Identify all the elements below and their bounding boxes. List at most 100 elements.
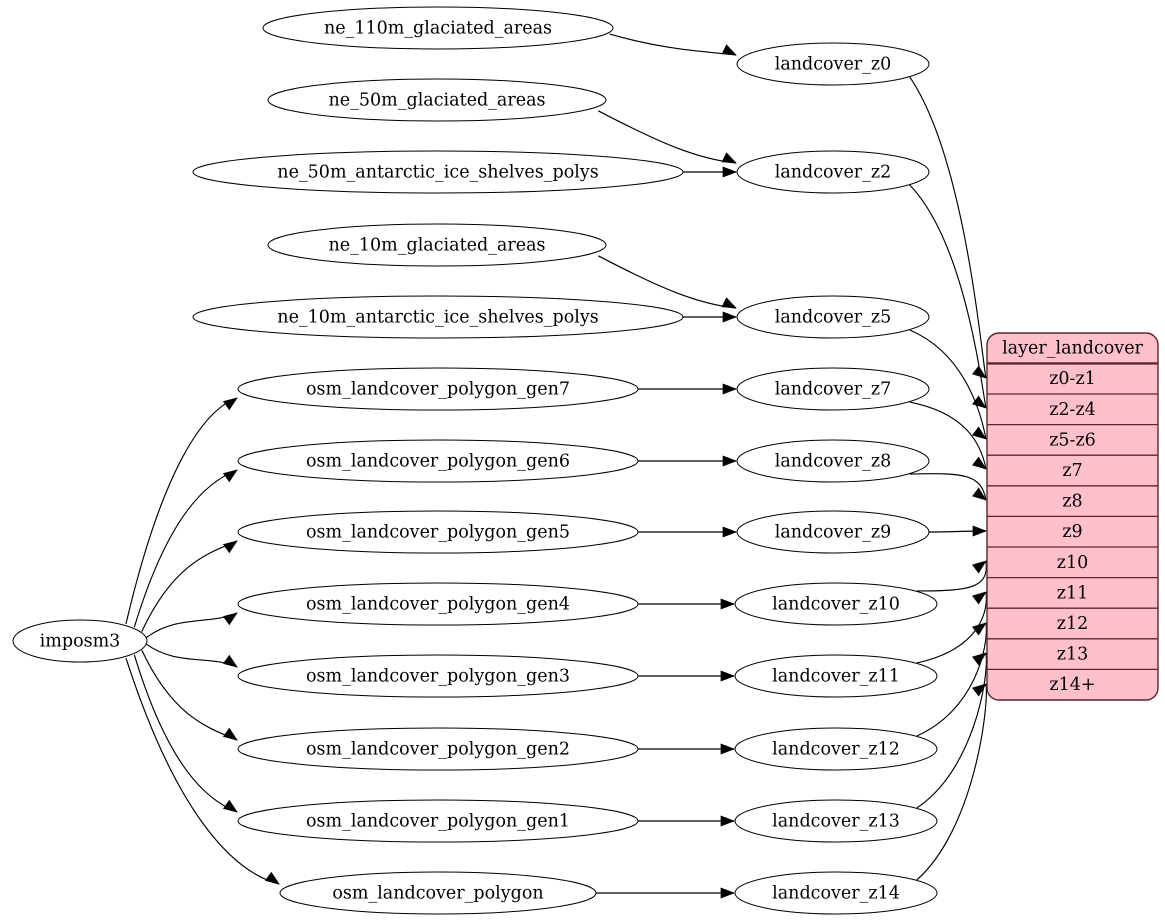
arrowhead-icon [721,152,737,164]
arrowhead-icon [222,799,238,813]
node-osm_landcover_polygon_gen7[interactable]: osm_landcover_polygon_gen7 [237,367,639,411]
record-row-z10[interactable]: z10 [1057,553,1089,573]
node-ellipse [734,871,938,915]
node-osm_landcover_polygon_gen4[interactable]: osm_landcover_polygon_gen4 [237,582,639,626]
node-label: landcover_z5 [775,308,892,328]
record-row-z13[interactable]: z13 [1057,645,1089,665]
record-table-layer_landcover[interactable]: layer_landcoverz0-z1z2-z4z5-z6z7z8z9z10z… [986,332,1159,701]
node-ellipse [734,654,938,698]
node-landcover_z12[interactable]: landcover_z12 [734,727,938,771]
node-label: imposm3 [40,632,121,652]
node-ellipse [734,582,938,626]
node-label: osm_landcover_polygon_gen2 [306,740,570,760]
edge-landcover_z2-to-record-z2-z4 [909,184,987,409]
node-landcover_z9[interactable]: landcover_z9 [736,510,930,554]
node-landcover_z10[interactable]: landcover_z10 [734,582,938,626]
node-landcover_z14[interactable]: landcover_z14 [734,871,938,915]
edge-landcover_z7-to-record-z7 [909,401,987,470]
node-label: ne_50m_antarctic_ice_shelves_polys [277,163,598,183]
node-imposm3[interactable]: imposm3 [12,619,148,663]
record-row-z0-z1[interactable]: z0-z1 [1049,369,1096,389]
node-ellipse [279,871,597,915]
node-landcover_z7[interactable]: landcover_z7 [736,367,930,411]
node-ellipse [237,727,639,771]
edge-landcover_z11-to-record-z11 [916,591,987,664]
arrowhead-icon [972,560,987,574]
node-label: osm_landcover_polygon [332,884,543,904]
node-ellipse [267,223,607,267]
node-ellipse [736,439,930,483]
record-row-z9[interactable]: z9 [1062,522,1082,542]
node-osm_landcover_polygon_gen1[interactable]: osm_landcover_polygon_gen1 [237,799,639,843]
node-ne_10m_glaciated_areas[interactable]: ne_10m_glaciated_areas [267,223,607,267]
node-landcover_z2[interactable]: landcover_z2 [736,150,930,194]
record-table-layer: layer_landcoverz0-z1z2-z4z5-z6z7z8z9z10z… [986,332,1159,701]
arrowhead-icon [721,44,737,56]
arrowhead-icon [222,540,238,554]
arrowhead-icon [722,455,737,467]
edge-landcover_z14-to-record-z14+ [916,683,987,881]
node-landcover_z8[interactable]: landcover_z8 [736,439,930,483]
edge-ne_50m_glaciated_areas-to-landcover_z2 [597,110,737,164]
node-ellipse [192,295,684,339]
edge-imposm3-to-osm_landcover_polygon_gen5 [141,540,238,632]
node-ellipse [237,367,639,411]
node-ellipse [267,78,607,122]
edge-landcover_z13-to-record-z13 [916,652,987,809]
nodes-layer: imposm3 ne_110m_glaciated_areas ne_50m_gla… [12,6,938,915]
node-ellipse [736,42,930,86]
node-landcover_z0[interactable]: landcover_z0 [736,42,930,86]
arrowhead-icon [720,743,735,755]
node-landcover_z5[interactable]: landcover_z5 [736,295,930,339]
node-ellipse [12,619,148,663]
edge-ne_110m_glaciated_areas-to-landcover_z0 [609,33,737,56]
node-osm_landcover_polygon_gen2[interactable]: osm_landcover_polygon_gen2 [237,727,639,771]
node-ellipse [736,295,930,339]
edge-imposm3-to-osm_landcover_polygon_gen6 [133,469,238,628]
record-row-z11[interactable]: z11 [1057,583,1089,603]
arrowhead-icon [722,311,737,323]
node-ellipse [734,727,938,771]
node-label: osm_landcover_polygon_gen7 [306,380,570,400]
arrowhead-icon [972,622,987,636]
node-ne_50m_glaciated_areas[interactable]: ne_50m_glaciated_areas [267,78,607,122]
arrowhead-icon [972,683,987,697]
edge-landcover_z5-to-record-z5-z6 [909,329,987,440]
node-ellipse [736,510,930,554]
record-row-z12[interactable]: z12 [1057,614,1089,634]
node-ne_110m_glaciated_areas[interactable]: ne_110m_glaciated_areas [262,6,614,50]
arrowhead-icon [972,591,987,605]
node-label: osm_landcover_polygon_gen6 [306,452,570,472]
node-ellipse [736,150,930,194]
edge-ne_10m_glaciated_areas-to-landcover_z5 [597,255,737,309]
node-landcover_z13[interactable]: landcover_z13 [734,799,938,843]
node-landcover_z11[interactable]: landcover_z11 [734,654,938,698]
arrowhead-icon [721,297,737,309]
record-row-z7[interactable]: z7 [1062,461,1082,481]
arrowhead-icon [222,727,238,741]
arrowhead-icon [972,365,987,379]
edge-landcover_z8-to-record-z8 [909,473,987,501]
node-label: ne_110m_glaciated_areas [324,19,552,39]
node-ellipse [237,439,639,483]
record-row-z2-z4[interactable]: z2-z4 [1049,400,1096,420]
record-row-z5-z6[interactable]: z5-z6 [1049,430,1096,450]
arrowhead-icon [722,383,737,395]
arrowhead-icon [722,166,737,178]
node-label: landcover_z14 [772,884,900,904]
node-osm_landcover_polygon_gen3[interactable]: osm_landcover_polygon_gen3 [237,654,639,698]
node-ne_10m_antarctic_ice_shelves_polys[interactable]: ne_10m_antarctic_ice_shelves_polys [192,295,684,339]
edge-imposm3-to-osm_landcover_polygon [125,657,280,885]
node-label: osm_landcover_polygon_gen4 [306,595,570,615]
node-ellipse [237,654,639,698]
node-osm_landcover_polygon_gen6[interactable]: osm_landcover_polygon_gen6 [237,439,639,483]
node-osm_landcover_polygon_gen5[interactable]: osm_landcover_polygon_gen5 [237,510,639,554]
node-label: osm_landcover_polygon_gen5 [306,523,570,543]
record-row-z14+[interactable]: z14+ [1049,675,1095,695]
node-ellipse [734,799,938,843]
arrowhead-icon [972,525,987,537]
node-osm_landcover_polygon[interactable]: osm_landcover_polygon [279,871,597,915]
node-ne_50m_antarctic_ice_shelves_polys[interactable]: ne_50m_antarctic_ice_shelves_polys [192,150,684,194]
record-row-z8[interactable]: z8 [1062,492,1082,512]
edge-landcover_z0-to-record-z0-z1 [909,76,987,379]
